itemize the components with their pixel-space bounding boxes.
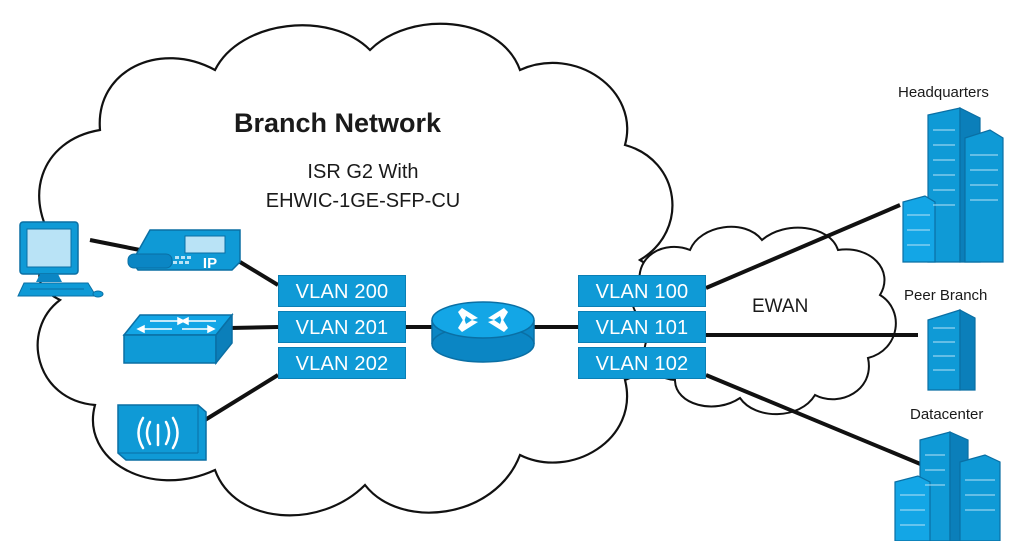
router-icon bbox=[431, 301, 535, 363]
phone-vlan200-link bbox=[238, 260, 280, 287]
vlan-201-box: VLAN 201 bbox=[278, 311, 406, 343]
ip-phone-label: IP bbox=[203, 255, 217, 272]
pc-icon bbox=[17, 221, 104, 298]
switch-vlan201-link bbox=[229, 325, 279, 330]
switch-icon bbox=[122, 312, 234, 366]
ip-phone-icon: IP bbox=[127, 229, 241, 272]
vlan-101-box: VLAN 101 bbox=[578, 311, 706, 343]
vlan-102-box: VLAN 102 bbox=[578, 347, 706, 379]
subtitle-line1: ISR G2 With bbox=[307, 161, 419, 183]
vlan-100-box: VLAN 100 bbox=[578, 275, 706, 307]
building-icon bbox=[927, 309, 976, 391]
wireless-ap-icon bbox=[117, 404, 207, 461]
building-icon bbox=[902, 107, 1004, 263]
peer-branch-label: Peer Branch bbox=[904, 287, 988, 304]
subtitle-line2: EHWIC-1GE-SFP-CU bbox=[265, 190, 461, 212]
headquarters-label: Headquarters bbox=[898, 84, 989, 101]
vlan-202-box: VLAN 202 bbox=[278, 347, 406, 379]
diagram-title: Branch Network bbox=[234, 108, 442, 138]
ewan-label: EWAN bbox=[752, 296, 809, 317]
vlan-200-box: VLAN 200 bbox=[278, 275, 406, 307]
pc-phone-link bbox=[89, 238, 141, 252]
datacenter-label: Datacenter bbox=[910, 406, 984, 423]
building-icon bbox=[894, 431, 1001, 542]
datacenter-link bbox=[705, 373, 931, 470]
hq-link bbox=[705, 203, 901, 290]
connections bbox=[89, 203, 931, 470]
ap-vlan202-link bbox=[203, 373, 280, 422]
